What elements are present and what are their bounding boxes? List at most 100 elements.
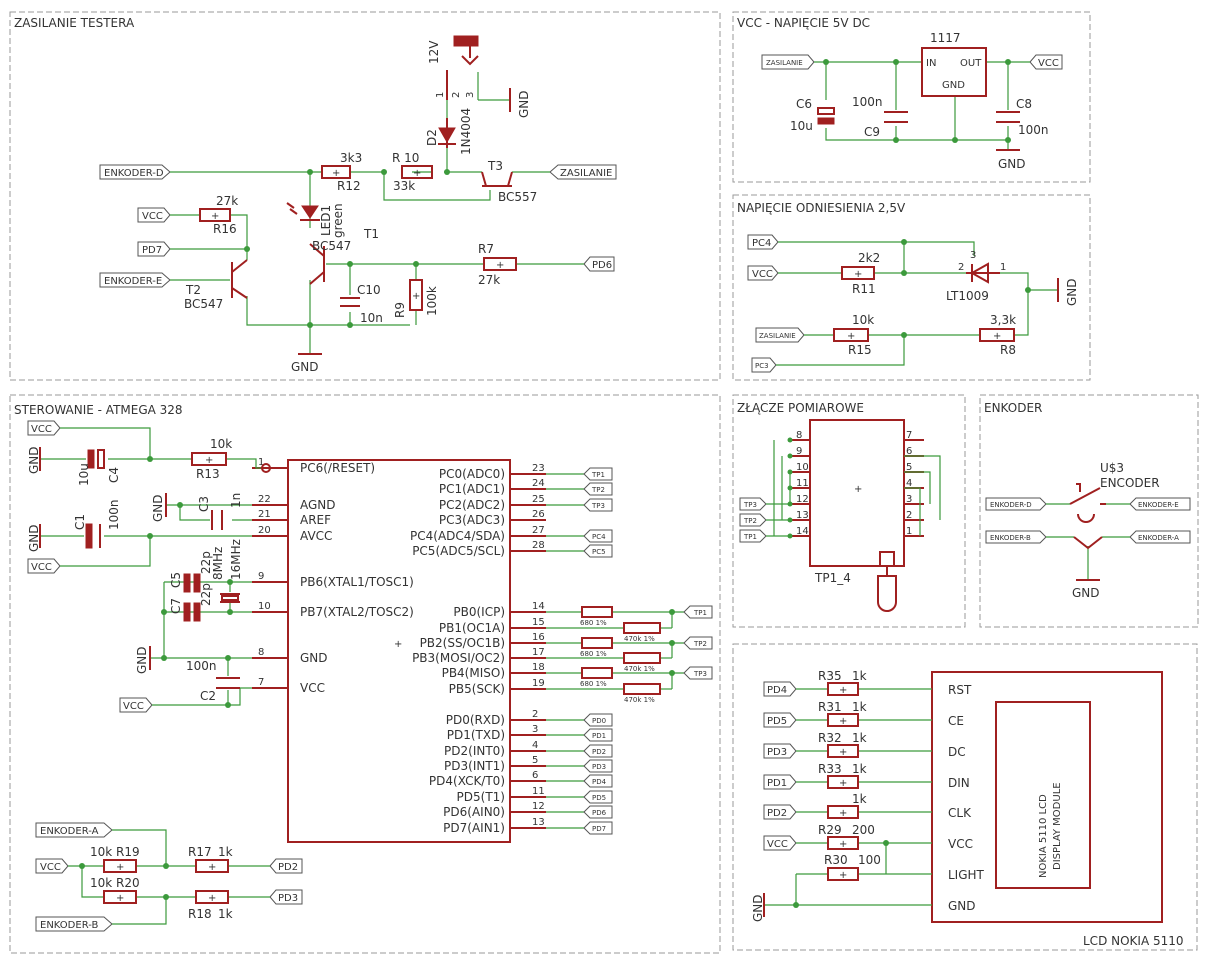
svg-text:6: 6 — [906, 446, 912, 457]
connector-pin-1: 1 — [904, 526, 924, 537]
svg-text:18: 18 — [532, 662, 545, 673]
resistor-680-tp2: 680 1% — [580, 637, 613, 658]
svg-text:9: 9 — [796, 446, 802, 457]
tag-pd6-mcu: PD6 — [583, 805, 613, 819]
tag-vcc-vcc: VCC — [1029, 54, 1063, 70]
capacitor-c10: C10 10n — [340, 283, 383, 325]
svg-text:LED1: LED1 — [319, 205, 333, 236]
svg-text:GND: GND — [942, 80, 965, 91]
tag-pd2-mcu: PD2 — [583, 744, 613, 758]
svg-text:7: 7 — [906, 430, 912, 441]
resistor-470k-tp1: 470k 1% — [623, 622, 661, 643]
mcu-pin-21: 21 AREF — [252, 509, 331, 527]
svg-text:2: 2 — [532, 709, 538, 720]
svg-text:+: + — [211, 211, 219, 222]
svg-text:GND: GND — [27, 524, 41, 552]
svg-text:C7: C7 — [169, 598, 183, 614]
svg-text:12V: 12V — [427, 40, 441, 64]
svg-text:+: + — [208, 862, 216, 873]
tag-enkoder-b-enc: ENKODER-B — [985, 530, 1047, 544]
svg-text:VCC: VCC — [142, 211, 163, 222]
transistor-t2: T2 BC547 — [184, 259, 248, 311]
svg-text:VCC: VCC — [300, 681, 325, 695]
svg-text:green: green — [331, 203, 345, 238]
svg-text:12: 12 — [532, 801, 545, 812]
section-title-vcc: VCC - NAPIĘCIE 5V DC — [737, 16, 870, 30]
svg-text:ENKODER-B: ENKODER-B — [40, 920, 98, 931]
svg-text:200: 200 — [852, 823, 875, 837]
power-section: ENKODER-D VCC PD7 ENKODER-E PD6 ZASILANI… — [99, 35, 617, 374]
tag-pc4-mcu: PC4 — [583, 529, 613, 543]
svg-text:R18: R18 — [188, 907, 212, 921]
svg-text:2: 2 — [906, 510, 912, 521]
svg-text:5: 5 — [532, 755, 538, 766]
svg-text:C1: C1 — [73, 514, 87, 530]
svg-text:+: + — [394, 639, 402, 650]
tag-vcc-mcu-low: VCC — [119, 697, 153, 713]
svg-text:R19: R19 — [116, 845, 140, 859]
connector-pin-3: 3 — [904, 494, 924, 505]
svg-text:10u: 10u — [790, 119, 813, 133]
svg-text:VCC: VCC — [31, 562, 52, 573]
svg-text:10k: 10k — [90, 845, 112, 859]
svg-text:8: 8 — [796, 430, 802, 441]
svg-text:15: 15 — [532, 617, 545, 628]
tag-zasilanie-power: ZASILANIE — [549, 164, 617, 180]
svg-text:3: 3 — [465, 92, 476, 98]
svg-text:22p: 22p — [199, 551, 213, 574]
svg-text:3: 3 — [532, 724, 538, 735]
svg-text:100n: 100n — [107, 499, 121, 530]
svg-text:PC1(ADC1): PC1(ADC1) — [439, 482, 505, 496]
svg-text:16MHz: 16MHz — [229, 539, 243, 580]
svg-text:+: + — [332, 168, 340, 179]
gnd-symbol-c3: GND — [151, 493, 167, 522]
svg-text:PC2(ADC2): PC2(ADC2) — [439, 498, 505, 512]
svg-text:PC3(ADC3): PC3(ADC3) — [439, 513, 505, 527]
svg-text:13: 13 — [532, 817, 545, 828]
capacitor-c8: C8 100n — [996, 97, 1049, 137]
svg-text:PB5(SCK): PB5(SCK) — [449, 682, 505, 696]
svg-text:PD7: PD7 — [142, 245, 162, 256]
svg-text:8MHz: 8MHz — [211, 547, 225, 580]
reference-lt1009: LT1009 2 3 1 — [946, 250, 1006, 303]
svg-text:AREF: AREF — [300, 513, 331, 527]
svg-text:C6: C6 — [796, 97, 812, 111]
tag-enkoder-b: ENKODER-B — [35, 916, 113, 932]
section-title-vref: NAPIĘCIE ODNIESIENIA 2,5V — [737, 201, 906, 215]
tag-tp3-conn: TP3 — [739, 497, 767, 511]
svg-text:33k: 33k — [393, 179, 415, 193]
svg-text:5: 5 — [906, 462, 912, 473]
svg-text:16: 16 — [532, 632, 545, 643]
tag-vcc-lcd: VCC — [763, 835, 797, 851]
svg-text:680 1%: 680 1% — [580, 619, 607, 627]
resistor-r8: + 3,3k R8 — [979, 313, 1016, 357]
svg-text:PC4: PC4 — [592, 533, 606, 541]
gnd-symbol-c2: GND — [135, 646, 151, 674]
svg-text:NOKIA 5110 LCD: NOKIA 5110 LCD — [1038, 794, 1049, 878]
tag-pd7-mcu: PD7 — [583, 821, 613, 835]
svg-text:10k: 10k — [90, 876, 112, 890]
svg-text:PD7: PD7 — [592, 825, 606, 833]
svg-text:21: 21 — [258, 509, 271, 520]
svg-text:PD2: PD2 — [592, 748, 606, 756]
svg-text:PD5: PD5 — [767, 716, 787, 727]
tag-pc3-vref: PC3 — [751, 357, 777, 373]
svg-text:27k: 27k — [478, 273, 500, 287]
gnd-symbol-12v: GND — [509, 88, 531, 118]
svg-text:ZASILANIE: ZASILANIE — [560, 168, 612, 179]
svg-text:100n: 100n — [186, 659, 217, 673]
svg-text:AGND: AGND — [300, 498, 336, 512]
svg-text:100k: 100k — [425, 286, 439, 316]
svg-text:3k3: 3k3 — [340, 151, 362, 165]
